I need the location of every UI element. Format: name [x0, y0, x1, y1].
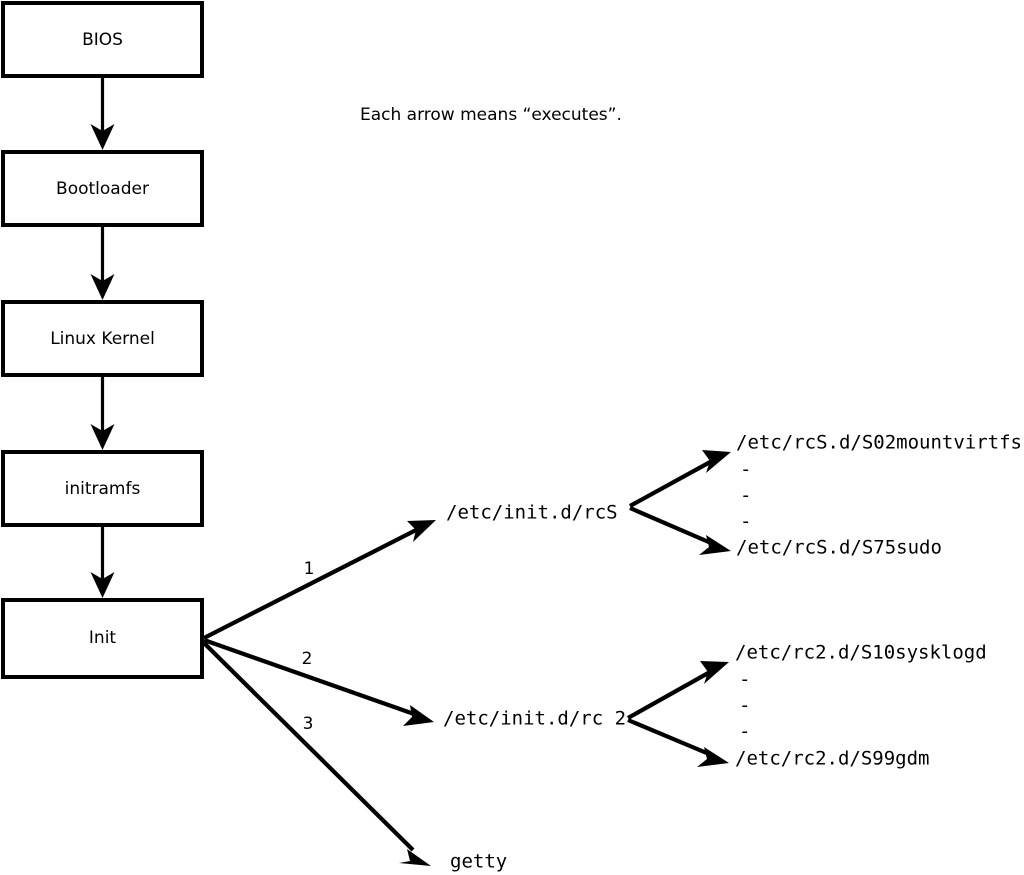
- rcs-script-first: /etc/rcS.d/S02mountvirtfs: [736, 432, 1022, 454]
- rc2-ellipsis-dash-2: -: [739, 695, 750, 717]
- arrow-bios-to-bootloader: [90, 76, 115, 150]
- branch-1-label: /etc/init.d/rcS: [446, 502, 618, 524]
- node-init-rect: [1, 598, 204, 679]
- node-init[interactable]: Init: [1, 598, 204, 679]
- arrow-rc2-last: [627, 718, 729, 767]
- arrow-initramfs-to-init: [90, 525, 115, 598]
- arrow-rcs-last: [629, 506, 731, 555]
- rcs-ellipsis-dash-1: -: [740, 459, 751, 481]
- node-initramfs-rect: [1, 450, 204, 527]
- rcs-ellipsis-dash-2: -: [740, 485, 751, 507]
- node-init-label: Init: [89, 628, 117, 648]
- branch-3-label: getty: [450, 851, 507, 873]
- node-bios-label: BIOS: [82, 30, 123, 50]
- node-initramfs-label: initramfs: [65, 479, 141, 499]
- arrow-init-branch-1: [203, 520, 436, 640]
- node-kernel[interactable]: Linux Kernel: [1, 300, 204, 377]
- arrow-kernel-to-initramfs: [90, 375, 115, 450]
- node-bios-rect: [1, 1, 204, 78]
- rc2-ellipsis-dash-3: -: [739, 721, 750, 743]
- node-initramfs[interactable]: initramfs: [1, 450, 204, 527]
- rc2-script-first: /etc/rc2.d/S10sysklogd: [735, 642, 987, 664]
- branch-3-number: 3: [303, 714, 314, 734]
- branch-2-label: /etc/init.d/rc 2: [443, 708, 626, 730]
- branch-2-number: 2: [302, 649, 313, 669]
- node-bios[interactable]: BIOS: [1, 1, 204, 78]
- branch-1-number: 1: [304, 559, 315, 579]
- arrow-rcs-first: [628, 450, 731, 508]
- node-bootloader[interactable]: Bootloader: [1, 150, 204, 227]
- rc2-script-last: /etc/rc2.d/S99gdm: [735, 748, 929, 770]
- node-kernel-label: Linux Kernel: [50, 329, 155, 349]
- rcs-script-last: /etc/rcS.d/S75sudo: [736, 537, 942, 559]
- node-bootloader-label: Bootloader: [56, 179, 149, 199]
- rc2-ellipsis-dash-1: -: [739, 669, 750, 691]
- legend-note: Each arrow means “executes”.: [360, 105, 622, 125]
- arrow-rc2-first: [626, 661, 729, 720]
- arrow-init-branch-2: [203, 638, 434, 726]
- rcs-ellipsis-dash-3: -: [740, 511, 751, 533]
- arrow-init-branch-3: [202, 641, 431, 866]
- arrow-bootloader-to-kernel: [90, 225, 115, 300]
